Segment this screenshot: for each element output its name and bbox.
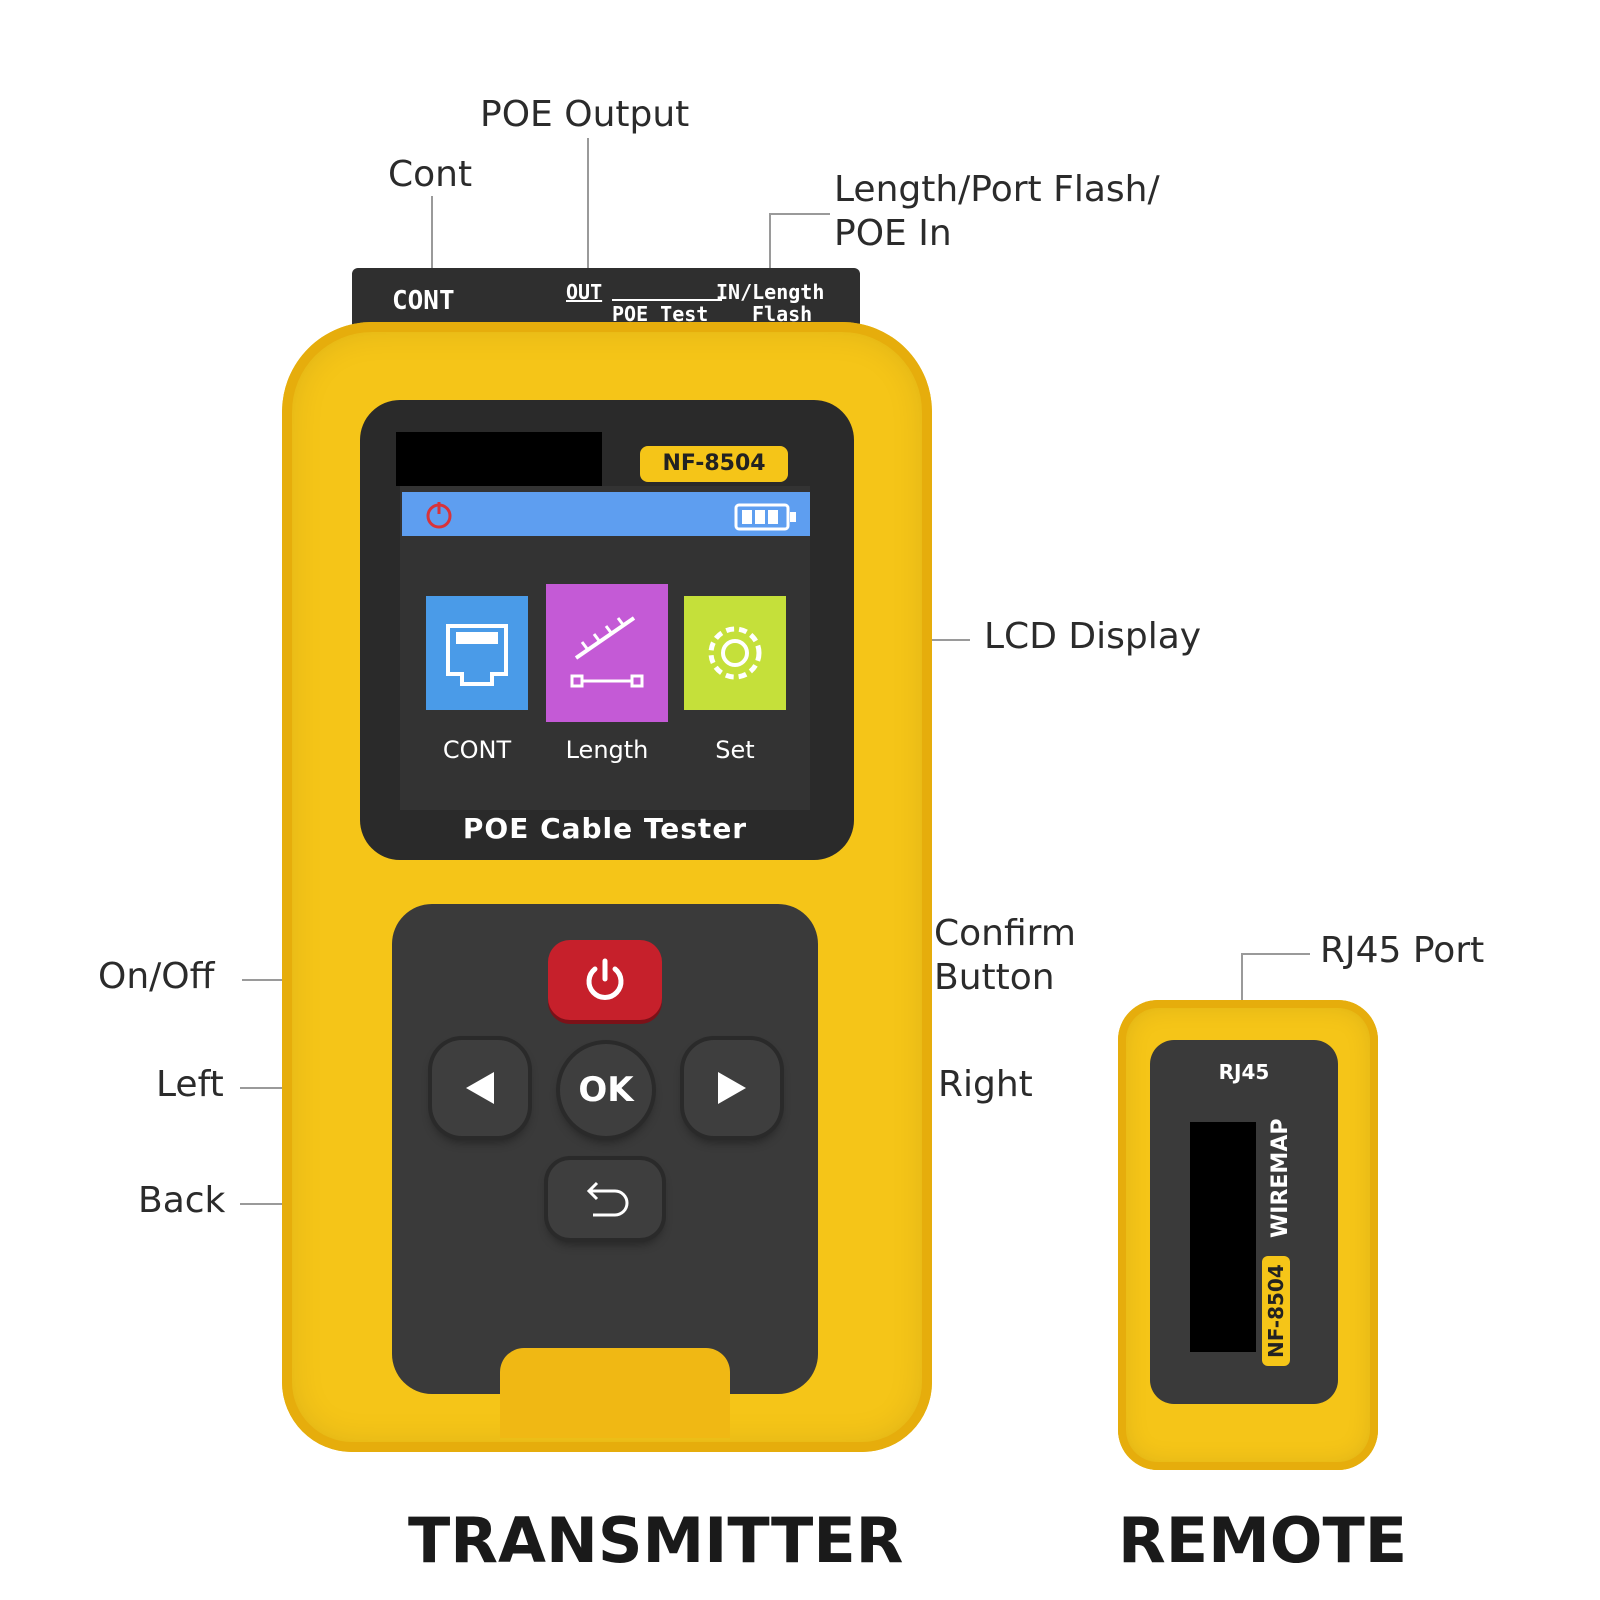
remote-caption: REMOTE bbox=[1118, 1504, 1408, 1577]
rj45-port-label: RJ45 Port bbox=[1320, 930, 1485, 971]
battery-icon bbox=[734, 503, 796, 531]
lcd-display-label: LCD Display bbox=[984, 616, 1202, 657]
power-status-icon bbox=[426, 502, 452, 529]
left-label: Left bbox=[156, 1064, 224, 1105]
tile-length-label: Length bbox=[565, 736, 649, 764]
back-arrow-icon bbox=[586, 1181, 629, 1217]
tile-set[interactable] bbox=[684, 596, 786, 710]
power-icon bbox=[586, 958, 624, 1000]
bottom-notch bbox=[500, 1348, 730, 1438]
transmitter-caption: TRANSMITTER bbox=[408, 1504, 904, 1577]
poe-output-label: POE Output bbox=[480, 94, 690, 135]
right-label: Right bbox=[938, 1064, 1033, 1105]
ruler-length-icon bbox=[570, 616, 644, 688]
strip-out-text: OUT bbox=[566, 280, 603, 304]
remote-wiremap-text: WIREMAP bbox=[1268, 1118, 1293, 1238]
back-label: Back bbox=[138, 1180, 226, 1221]
gear-icon bbox=[708, 626, 762, 680]
rj45-port-icon bbox=[446, 624, 508, 686]
tile-cont[interactable] bbox=[426, 596, 528, 710]
remote-rj45-text: RJ45 bbox=[1218, 1060, 1270, 1084]
redacted-brand bbox=[396, 432, 602, 486]
tile-cont-label: CONT bbox=[442, 736, 512, 764]
remote-redacted-brand bbox=[1190, 1122, 1256, 1352]
strip-in-length-text: IN/Length bbox=[716, 280, 825, 304]
tile-length[interactable] bbox=[546, 584, 668, 722]
model-badge: NF-8504 bbox=[640, 446, 788, 482]
confirm-line1: Confirm bbox=[934, 913, 1076, 954]
ok-button[interactable]: OK bbox=[560, 1044, 652, 1136]
confirm-line2: Button bbox=[934, 957, 1055, 998]
cont-label: Cont bbox=[388, 154, 473, 195]
power-button[interactable] bbox=[548, 940, 662, 1020]
triangle-left-icon bbox=[466, 1072, 494, 1104]
strip-connector-line bbox=[612, 299, 722, 301]
confirm-button-label: Confirm Button bbox=[934, 912, 1076, 1000]
triangle-right-icon bbox=[718, 1072, 746, 1104]
length-port-flash-label: Length/Port Flash/ POE In bbox=[834, 168, 1160, 256]
rj45-callout-line bbox=[1241, 953, 1310, 1002]
length-port-flash-line2: POE In bbox=[834, 213, 952, 254]
strip-cont-text: CONT bbox=[392, 286, 455, 316]
length-port-flash-line1: Length/Port Flash/ bbox=[834, 169, 1160, 210]
right-button[interactable] bbox=[684, 1040, 780, 1136]
on-off-label: On/Off bbox=[98, 956, 215, 997]
remote-model-badge: NF-8504 bbox=[1262, 1256, 1290, 1366]
top-connector-strip bbox=[352, 268, 860, 332]
device-title: POE Cable Tester bbox=[462, 812, 748, 845]
tile-set-label: Set bbox=[715, 736, 755, 764]
left-button[interactable] bbox=[432, 1040, 528, 1136]
back-button[interactable] bbox=[548, 1160, 662, 1238]
length-port-callout-line bbox=[769, 213, 830, 270]
